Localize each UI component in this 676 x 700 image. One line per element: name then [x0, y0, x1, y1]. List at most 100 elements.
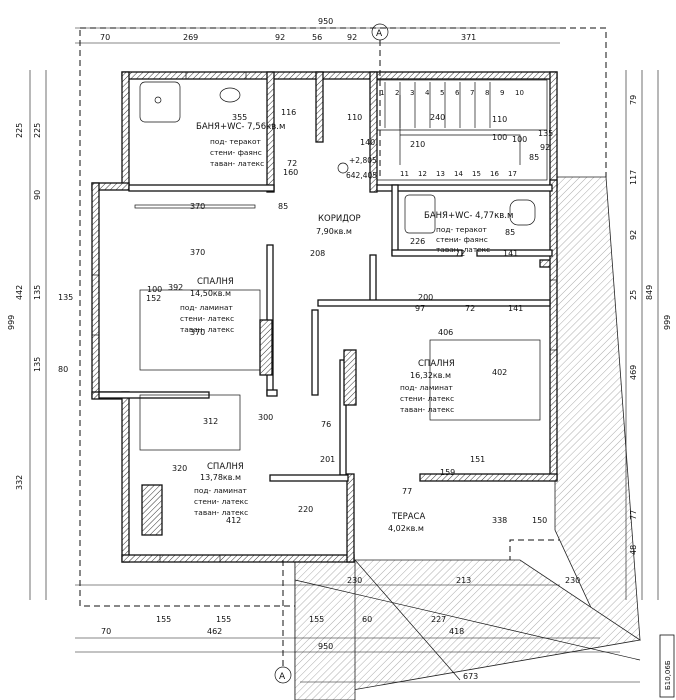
svg-text:25: 25 — [629, 290, 638, 300]
svg-text:под- ламинат: под- ламинат — [400, 383, 453, 392]
stair-step-number: 9 — [500, 89, 504, 97]
corridor-area: 7,90кв.м — [316, 227, 352, 236]
interior-dimension: 210 — [410, 140, 425, 149]
interior-dimension: 312 — [203, 417, 218, 426]
svg-text:60: 60 — [362, 615, 372, 624]
staircase — [376, 79, 548, 181]
windows — [91, 71, 558, 563]
svg-text:135: 135 — [33, 357, 42, 372]
interior-dimension: 208 — [310, 249, 325, 258]
interior-dimension: 76 — [321, 420, 331, 429]
bedroom3-area: 13,78кв.м — [200, 473, 241, 482]
svg-text:Б10,06Б: Б10,06Б — [664, 660, 672, 690]
interior-dimension: 159 — [440, 468, 455, 477]
svg-text:48: 48 — [629, 545, 638, 555]
interior-dimension: 370 — [190, 202, 205, 211]
svg-text:227: 227 — [431, 615, 446, 624]
interior-dimension: 141 — [508, 304, 523, 313]
svg-text:70: 70 — [100, 33, 110, 42]
svg-text:117: 117 — [629, 170, 638, 185]
roof-hatch-right — [554, 176, 641, 641]
bathtub-shower — [139, 81, 536, 234]
stair-step-number: 12 — [418, 170, 427, 178]
level-marker: +2,805 642,405 — [337, 156, 377, 180]
stair-step-number: 10 — [515, 89, 524, 97]
dimension-lines — [29, 27, 659, 683]
svg-text:950: 950 — [318, 17, 333, 26]
bedroom1-area: 14,50кв.м — [190, 289, 231, 298]
svg-text:213: 213 — [456, 576, 471, 585]
svg-text:469: 469 — [629, 365, 638, 380]
interior-dimension: 72 — [287, 159, 297, 168]
svg-text:A: A — [376, 29, 383, 39]
bedroom3-title: СПАЛНЯ — [207, 462, 244, 472]
interior-dimension: 370 — [190, 328, 205, 337]
terrace-area: 4,02кв.м — [388, 524, 424, 533]
roof-hatch-bottom-2 — [294, 559, 356, 700]
interior-dimension: 85 — [505, 228, 515, 237]
stair-step-number: 16 — [490, 170, 499, 178]
stair-step-number: 2 — [395, 89, 399, 97]
svg-text:155: 155 — [216, 615, 231, 624]
svg-text:стени- латекс: стени- латекс — [180, 314, 234, 323]
svg-text:92: 92 — [629, 230, 638, 240]
svg-text:56: 56 — [312, 33, 322, 42]
interior-dimension: 402 — [492, 368, 507, 377]
svg-text:под- ламинат: под- ламинат — [194, 486, 247, 495]
interior-dimension: 300 — [258, 413, 273, 422]
svg-text:стени- фаянс: стени- фаянс — [436, 235, 488, 244]
stair-step-number: 13 — [436, 170, 445, 178]
svg-text:999: 999 — [7, 315, 16, 330]
interior-dimension: 355 — [232, 113, 247, 122]
svg-text:под- теракот: под- теракот — [210, 137, 262, 146]
interior-dimension: 412 — [226, 516, 241, 525]
svg-text:92: 92 — [347, 33, 357, 42]
interior-dimension: 392 — [168, 283, 183, 292]
bedroom2-title: СПАЛНЯ — [418, 359, 455, 369]
svg-text:70: 70 — [101, 627, 111, 636]
interior-dimension: 226 — [410, 237, 425, 246]
interior-dimension: 151 — [470, 455, 485, 464]
interior-dimension: 85 — [529, 153, 539, 162]
interior-dimension: 116 — [281, 108, 296, 117]
svg-text:673: 673 — [463, 672, 478, 681]
svg-text:таван- латекс: таван- латекс — [400, 405, 454, 414]
svg-text:332: 332 — [15, 475, 24, 490]
svg-text:462: 462 — [207, 627, 222, 636]
interior-dimension: 72 — [465, 304, 475, 313]
stair-step-number: 5 — [440, 89, 444, 97]
svg-text:999: 999 — [663, 315, 672, 330]
svg-text:+2,805: +2,805 — [349, 156, 377, 165]
interior-dimension: 72 — [455, 249, 465, 258]
interior-dimension: 141 — [503, 249, 518, 258]
svg-text:269: 269 — [183, 33, 198, 42]
interior-dimension: 100 — [492, 133, 507, 142]
interior-dimension: 100 — [147, 285, 162, 294]
svg-text:под- теракот: под- теракот — [436, 225, 488, 234]
interior-dimension: 160 — [283, 168, 298, 177]
svg-text:155: 155 — [156, 615, 171, 624]
svg-text:225: 225 — [15, 123, 24, 138]
stair-step-number: 14 — [454, 170, 463, 178]
stair-step-number: 8 — [485, 89, 489, 97]
interior-dimension: 77 — [402, 487, 412, 496]
interior-dimension: 135 — [538, 129, 553, 138]
interior-dimension: 370 — [190, 248, 205, 257]
svg-text:442: 442 — [15, 285, 24, 300]
svg-text:230: 230 — [565, 576, 580, 585]
stair-step-number: 15 — [472, 170, 481, 178]
svg-text:155: 155 — [309, 615, 324, 624]
section-marker-top: A — [371, 23, 389, 41]
svg-text:таван- латекс: таван- латекс — [210, 159, 264, 168]
interior-dimension: 110 — [492, 115, 507, 124]
interior-dimension: 406 — [438, 328, 453, 337]
bath1-title: БАНЯ+WC- 7,56кв.м — [196, 122, 285, 132]
interior-dimension: 220 — [298, 505, 313, 514]
svg-text:950: 950 — [318, 642, 333, 651]
svg-text:79: 79 — [629, 95, 638, 105]
roof-outline — [79, 27, 607, 607]
